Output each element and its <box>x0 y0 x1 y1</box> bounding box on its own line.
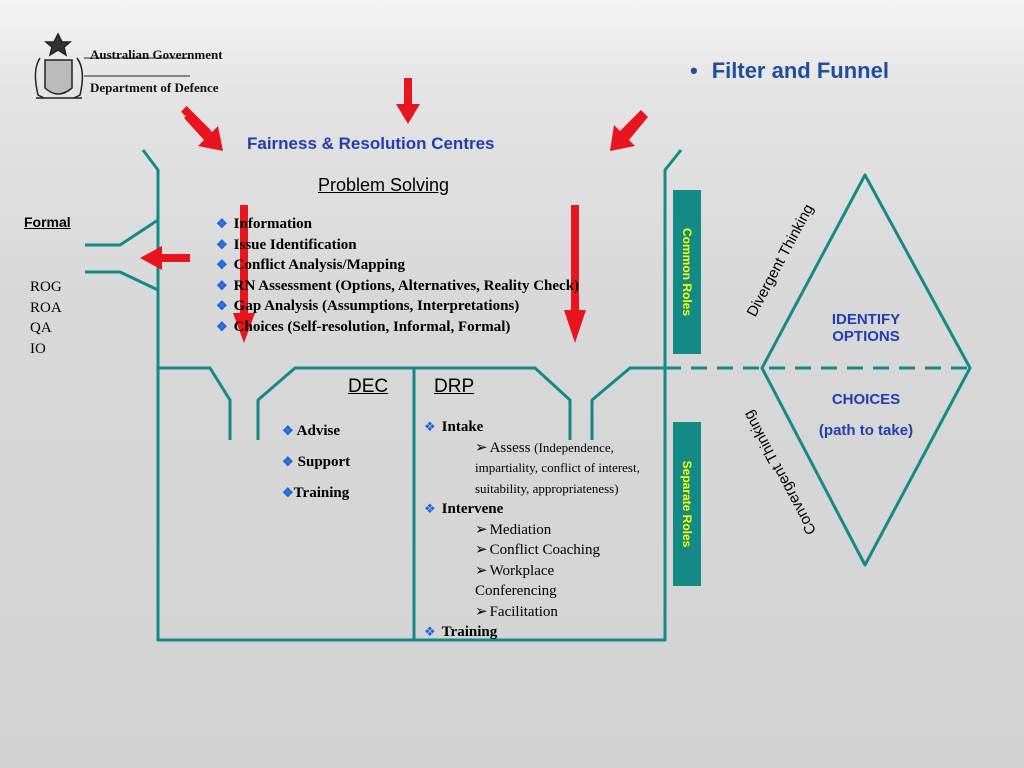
list-item: ❖Support <box>282 454 351 470</box>
formal-channel-top <box>85 218 159 247</box>
diamond-bullet-icon: ❖ <box>424 419 436 434</box>
diamond-bullet-icon: ❖ <box>216 216 228 231</box>
list-item: ❖RN Assessment (Options, Alternatives, R… <box>216 277 580 294</box>
diamond-bullet-icon: ❖ <box>282 423 294 438</box>
coat-of-arms-icon <box>34 32 84 99</box>
list-item: ❖Gap Analysis (Assumptions, Interpretati… <box>216 298 520 314</box>
dec-list: ❖Advise ❖Support ❖Training <box>282 423 350 516</box>
separate-roles-box: Separate Roles <box>673 422 701 586</box>
list-item: ➢Facilitation <box>475 603 558 620</box>
list-item: ROG <box>30 279 62 295</box>
list-item: ➢Assess (Independence, impartiality, con… <box>475 439 640 496</box>
diamond-bullet-icon: ❖ <box>216 318 228 334</box>
red-arrow-diagonal-top-left <box>184 111 223 151</box>
bullet-dot: • <box>690 58 698 83</box>
formal-label: Formal <box>24 214 71 230</box>
diamond-bullet-icon: ❖ <box>216 298 228 313</box>
formal-list: ROG ROA QA IO <box>30 277 62 359</box>
diamond-bullet-icon: ❖ <box>282 454 294 469</box>
choices-label: CHOICES <box>831 391 901 408</box>
list-item: ❖Information <box>216 216 312 232</box>
list-item: IO <box>30 340 46 357</box>
diamond-bullet-icon: ❖ <box>216 236 228 252</box>
arrow-bullet-icon: ➢ <box>475 562 488 579</box>
common-roles-box: Common Roles <box>673 190 701 354</box>
arrow-bullet-icon: ➢ <box>475 521 488 538</box>
centres-title: Fairness & Resolution Centres <box>247 134 495 153</box>
list-item: ➢Workplace Conferencing <box>475 562 557 600</box>
drp-title: DRP <box>434 376 475 397</box>
list-item: ➢Conflict Coaching <box>475 542 600 558</box>
red-arrow-down-right <box>564 205 586 343</box>
options-diamond <box>760 173 972 567</box>
org-name-line1: Australian Government <box>90 47 223 62</box>
red-arrow-left <box>140 246 190 270</box>
drp-list: ❖Intake ➢Assess (Independence, impartial… <box>424 417 664 643</box>
list-item: ❖Intervene <box>424 501 504 517</box>
slide-title-text: Filter and Funnel <box>711 58 889 83</box>
list-item: ❖Advise <box>282 423 340 439</box>
list-item: ❖Training <box>424 624 498 640</box>
diamond-bullet-icon: ❖ <box>424 501 436 516</box>
diamond-bullet-icon: ❖ <box>216 277 228 293</box>
list-item: ❖Choices (Self-resolution, Informal, For… <box>216 318 511 335</box>
arrow-bullet-icon: ➢ <box>475 439 488 456</box>
list-item: ROA <box>30 299 62 316</box>
dec-title: DEC <box>348 376 389 397</box>
formal-channel-bottom <box>85 270 159 292</box>
red-arrow-down-left <box>233 205 255 343</box>
funnel-outline <box>141 149 683 642</box>
diamond-bullet-icon: ❖ <box>424 624 436 639</box>
identify-options-label: IDENTIFY OPTIONS <box>831 311 901 345</box>
list-item: ❖Intake <box>424 419 484 435</box>
org-name-line2: Department of Defence <box>90 80 219 95</box>
diamond-bullet-icon: ❖ <box>282 485 294 500</box>
list-item: ➢Mediation <box>475 521 552 538</box>
list-item: ❖Training <box>282 485 350 501</box>
list-item: ❖Issue Identification <box>216 236 357 253</box>
arrow-bullet-icon: ➢ <box>475 603 488 620</box>
arrow-bullet-icon: ➢ <box>475 542 488 558</box>
red-arrow-top-center <box>396 78 420 124</box>
divider-left <box>158 366 232 440</box>
problem-solving-title: Problem Solving <box>318 175 450 195</box>
problem-solving-list: ❖Information ❖Issue Identification ❖Conf… <box>216 214 579 337</box>
slide-title: • Filter and Funnel <box>690 58 889 84</box>
list-item: ❖Conflict Analysis/Mapping <box>216 257 405 273</box>
divider-right <box>590 366 665 440</box>
diamond-bullet-icon: ❖ <box>216 257 228 272</box>
list-item: QA <box>30 320 52 336</box>
path-to-take-label: (path to take) <box>818 422 914 439</box>
red-arrow-diagonal-top-right <box>610 110 648 151</box>
